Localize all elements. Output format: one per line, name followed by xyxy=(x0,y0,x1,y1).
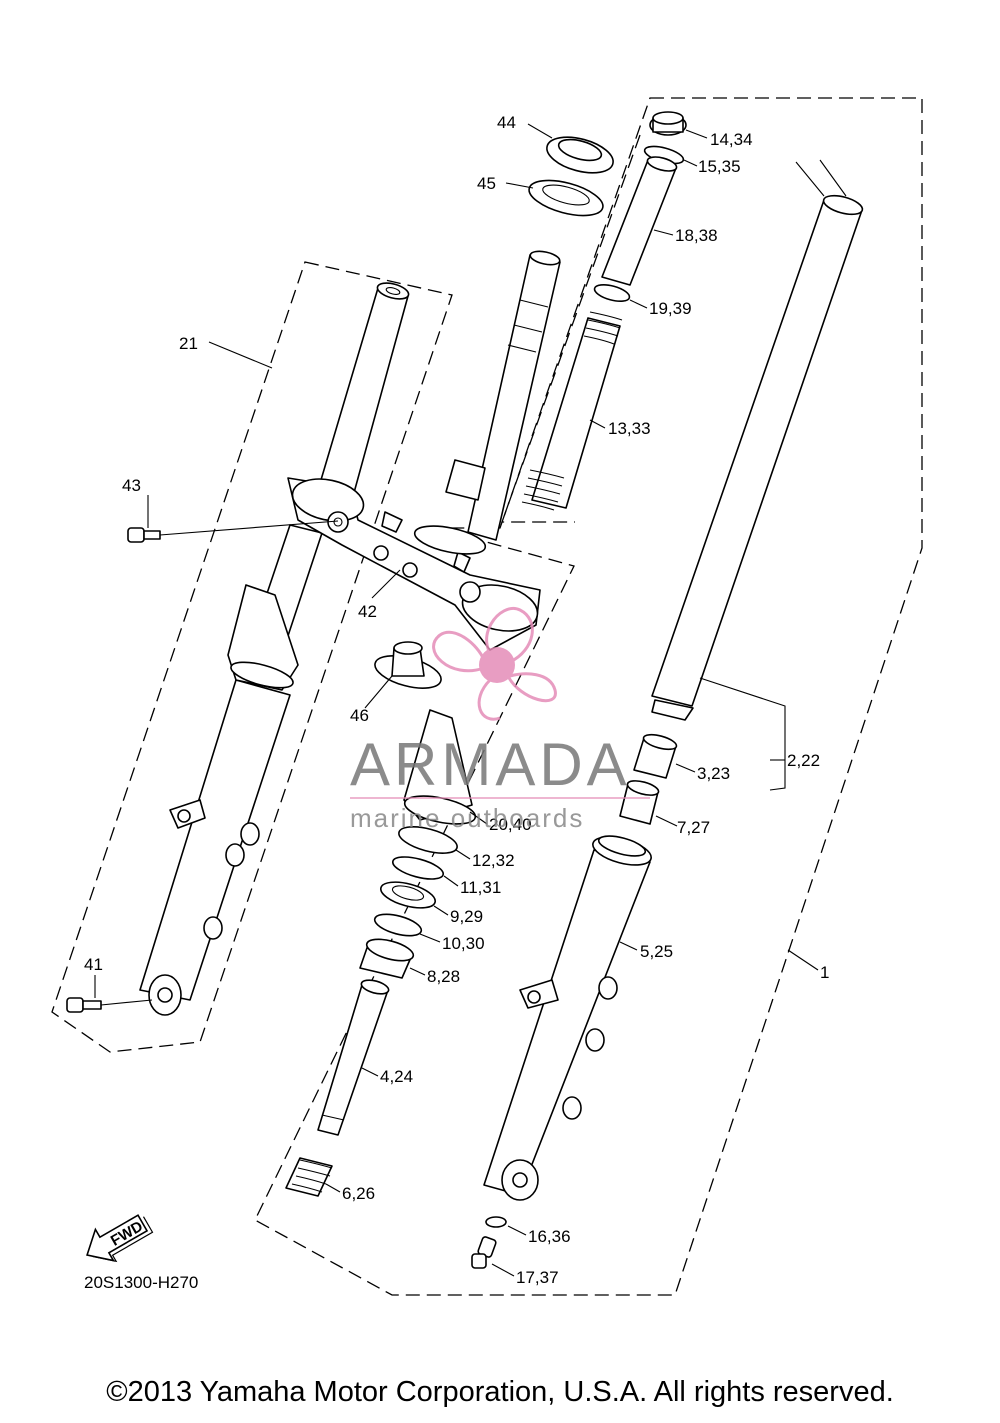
copyright-notice: ©2013 Yamaha Motor Corporation, U.S.A. A… xyxy=(106,1376,894,1408)
washer-10-30 xyxy=(373,913,423,937)
inner-kit-outline xyxy=(501,134,641,523)
under-bracket-42 xyxy=(287,250,561,651)
callout-45: 45 xyxy=(477,174,496,193)
outer-tube-5-25 xyxy=(483,835,652,1201)
callout-14-34: 14,34 xyxy=(710,130,753,149)
callout-20-40: 20,40 xyxy=(489,815,532,834)
inner-tube-2-22 xyxy=(651,159,864,721)
watermark-brand: ARMADA xyxy=(350,731,631,798)
leader-lines xyxy=(94,123,819,1277)
dust-seal-12-32 xyxy=(398,826,458,854)
callout-43: 43 xyxy=(122,476,141,495)
clip-11-31 xyxy=(391,856,445,880)
fwd-arrow-icon: FWD xyxy=(86,1214,154,1263)
callout-9-29: 9,29 xyxy=(450,907,483,926)
bolt-41 xyxy=(66,997,153,1013)
fork-assembly-1-outline xyxy=(254,97,923,1296)
callout-46: 46 xyxy=(350,706,369,725)
armada-watermark: ARMADA marine outboards xyxy=(350,606,650,833)
callout-12-32: 12,32 xyxy=(472,851,515,870)
collar-20-40 xyxy=(403,709,477,825)
damper-rod-4-24 xyxy=(317,979,390,1136)
spacer-18-38 xyxy=(601,156,678,286)
oil-seal-9-29 xyxy=(380,881,436,909)
slide-bushing-3-23 xyxy=(633,733,678,779)
cap-bolt-14-34 xyxy=(649,111,687,136)
callout-16-36: 16,36 xyxy=(528,1227,571,1246)
fork-assembly-21-outline xyxy=(51,261,453,1053)
callout-3-23: 3,23 xyxy=(697,764,730,783)
callout-7-27: 7,27 xyxy=(677,818,710,837)
rebound-spring-6-26 xyxy=(285,1157,333,1197)
bolt-43 xyxy=(127,520,339,543)
callout-15-35: 15,35 xyxy=(698,157,741,176)
left-fork-21 xyxy=(139,282,410,1016)
callout-17-37: 17,37 xyxy=(516,1268,559,1287)
bearing-45 xyxy=(528,179,604,217)
callout-41: 41 xyxy=(84,955,103,974)
callout-21: 21 xyxy=(179,334,198,353)
fork-spring-13-33 xyxy=(521,311,623,511)
callout-10-30: 10,30 xyxy=(442,934,485,953)
callout-5-25: 5,25 xyxy=(640,942,673,961)
callout-19-39: 19,39 xyxy=(649,299,692,318)
callout-6-26: 6,26 xyxy=(342,1184,375,1203)
washer-19-39 xyxy=(593,283,631,303)
propeller-logo-icon xyxy=(432,606,557,721)
bolt-17-37 xyxy=(471,1236,497,1269)
callout-13-33: 13,33 xyxy=(608,419,651,438)
bearing-44 xyxy=(546,136,614,174)
watermark-tagline: marine outboards xyxy=(350,803,584,833)
callout-18-38: 18,38 xyxy=(675,226,718,245)
callout-labels: 44 45 14,34 15,35 18,38 19,39 13,33 21 4… xyxy=(84,113,829,1287)
callout-42: 42 xyxy=(358,602,377,621)
callout-44: 44 xyxy=(497,113,516,132)
callout-2-22: 2,22 xyxy=(787,751,820,770)
diagram-code: 20S1300-H270 xyxy=(84,1273,198,1292)
callout-11-31: 11,31 xyxy=(460,878,501,897)
bushing-7-27 xyxy=(619,780,660,825)
gasket-16-36 xyxy=(485,1216,507,1228)
nut-46 xyxy=(374,641,442,689)
callout-8-28: 8,28 xyxy=(427,967,460,986)
callout-1: 1 xyxy=(820,963,829,982)
slide-metal-8-28 xyxy=(359,938,415,979)
callout-4-24: 4,24 xyxy=(380,1067,413,1086)
